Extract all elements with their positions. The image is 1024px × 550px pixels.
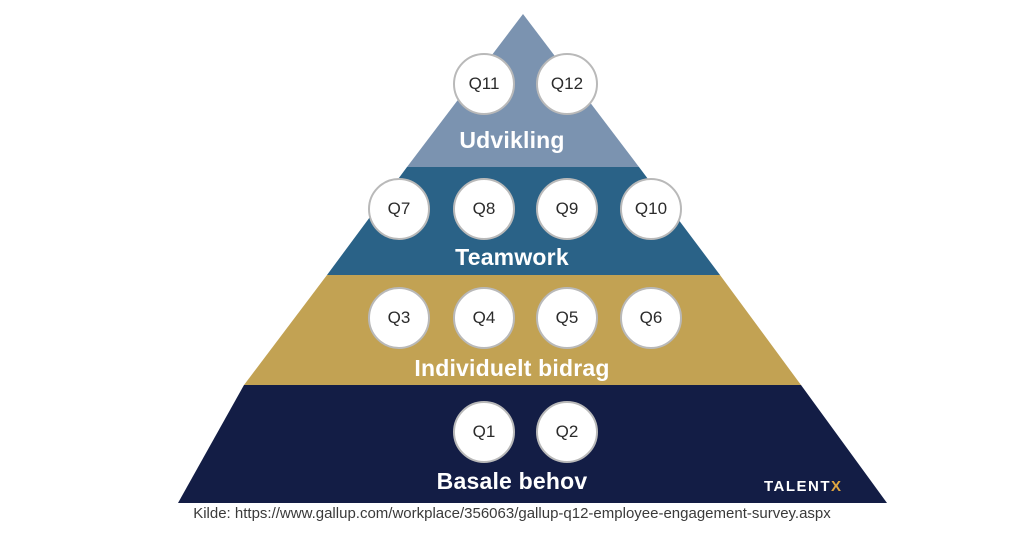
question-circle-q6: Q6	[620, 287, 682, 349]
question-circle-q2: Q2	[536, 401, 598, 463]
question-circle-q3: Q3	[368, 287, 430, 349]
tier-label-basale-behov: Basale behov	[436, 468, 588, 494]
question-circle-q1: Q1	[453, 401, 515, 463]
tier-label-udvikling: Udvikling	[459, 127, 565, 153]
question-circle-q10: Q10	[620, 178, 682, 240]
question-circle-q5: Q5	[536, 287, 598, 349]
question-circle-q11: Q11	[453, 53, 515, 115]
tier-label-individuelt-bidrag: Individuelt bidrag	[414, 355, 610, 381]
source-citation: Kilde: https://www.gallup.com/workplace/…	[193, 505, 831, 522]
question-circle-q8: Q8	[453, 178, 515, 240]
logo-text: TALENT	[764, 478, 832, 495]
tier-udvikling-shape	[407, 14, 639, 167]
question-circle-q9: Q9	[536, 178, 598, 240]
question-circle-q7: Q7	[368, 178, 430, 240]
question-circle-q12: Q12	[536, 53, 598, 115]
logo-x-accent: X	[831, 478, 843, 495]
question-circle-q4: Q4	[453, 287, 515, 349]
tier-basale-behov-shape	[178, 385, 887, 503]
talentx-logo: TALENTX	[764, 478, 843, 495]
tier-label-teamwork: Teamwork	[455, 244, 569, 270]
